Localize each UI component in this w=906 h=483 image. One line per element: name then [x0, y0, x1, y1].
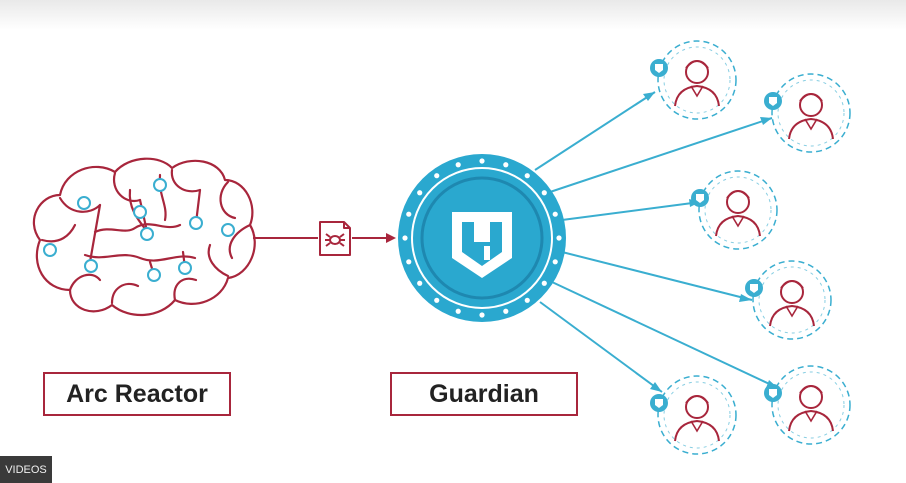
hub-dot: [503, 308, 509, 314]
hub-dot: [455, 308, 461, 314]
hub-ring-dots: [402, 158, 562, 318]
hub-dot: [541, 280, 547, 286]
connection-line-1: [534, 91, 656, 171]
shield-badge-icon: [764, 92, 782, 110]
user-man-sunglasses: [745, 260, 832, 340]
hub-dot: [556, 235, 562, 241]
malware-file-icon: [319, 221, 351, 256]
arc-reactor-label: Arc Reactor: [43, 372, 231, 416]
user-woman-goggles: [691, 170, 778, 250]
hub-dot: [524, 173, 530, 179]
connection-line-4: [561, 251, 753, 301]
guardian-shield-logo-icon: [452, 212, 512, 278]
hub-dot: [479, 158, 485, 164]
arrow-heads: [643, 92, 778, 392]
hub-dot: [552, 259, 558, 265]
videos-badge[interactable]: VIDEOS: [0, 456, 52, 483]
guardian-label: Guardian: [390, 372, 578, 416]
connection-line-3: [561, 201, 701, 221]
shield-badge-icon: [650, 394, 668, 412]
guardian-hub: [398, 154, 566, 322]
hub-dot: [406, 211, 412, 217]
hub-dot: [434, 297, 440, 303]
connection-line-5: [551, 281, 779, 389]
connection-lines: [534, 91, 779, 393]
hub-dot: [552, 211, 558, 217]
hub-dot: [479, 312, 485, 318]
user-woman-1: [650, 40, 737, 120]
hub-dot: [417, 190, 423, 196]
hub-dot: [402, 235, 408, 241]
hub-dot: [503, 162, 509, 168]
hub-dot: [417, 280, 423, 286]
payload-arrow-head: [386, 233, 396, 243]
user-woman-long-hair: [650, 375, 737, 455]
shield-badge-icon: [764, 384, 782, 402]
shield-badge-icon: [691, 189, 709, 207]
user-woman-glasses: [764, 365, 851, 445]
connection-line-2: [549, 117, 773, 193]
hub-dot: [455, 162, 461, 168]
hub-dot: [524, 297, 530, 303]
hub-dot: [406, 259, 412, 265]
top-shade: [0, 0, 906, 30]
brain-nodes: [43, 178, 235, 282]
shield-badge-icon: [650, 59, 668, 77]
users-layer: [650, 40, 851, 455]
hub-dot: [434, 173, 440, 179]
user-man-glasses: [764, 73, 851, 153]
shield-badge-icon: [745, 279, 763, 297]
hub-dot: [541, 190, 547, 196]
connection-line-6: [539, 301, 663, 393]
